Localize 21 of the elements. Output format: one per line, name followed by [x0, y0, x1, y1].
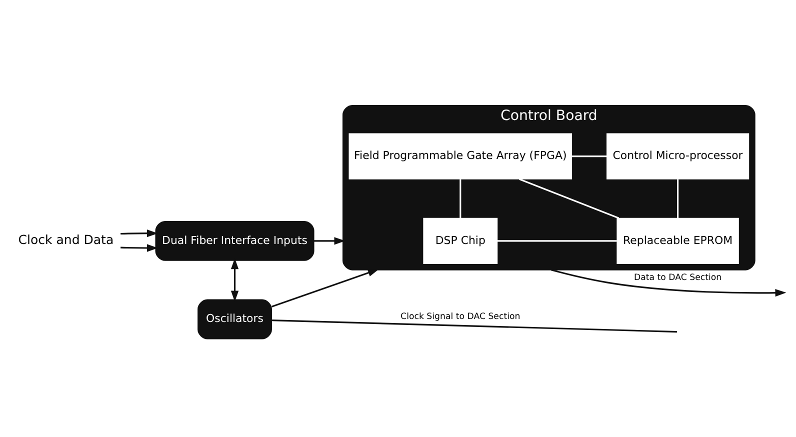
connector — [497, 240, 617, 242]
connector — [519, 178, 620, 218]
arrow — [551, 268, 786, 296]
arrow — [120, 228, 158, 237]
node-box: Oscillators — [198, 298, 272, 339]
arrow — [314, 236, 346, 244]
node-text: Clock and Data — [18, 231, 114, 246]
node-box: DSP Chip — [423, 217, 498, 264]
connector — [460, 178, 462, 218]
node-box: Replaceable EPROM — [616, 217, 739, 264]
edge-label: Data to DAC Section — [634, 272, 722, 282]
node-box: Field Programmable Gate Array (FPGA) — [348, 132, 572, 179]
arrow — [230, 258, 239, 302]
connector — [572, 155, 607, 157]
connector — [677, 178, 679, 218]
arrow — [120, 244, 158, 252]
edge-label: Clock Signal to DAC Section — [400, 312, 520, 322]
arrow — [272, 268, 379, 307]
node-box: Control Micro-processor — [606, 132, 750, 179]
connector — [272, 319, 677, 332]
node-box: Dual Fiber Interface Inputs — [155, 220, 314, 260]
